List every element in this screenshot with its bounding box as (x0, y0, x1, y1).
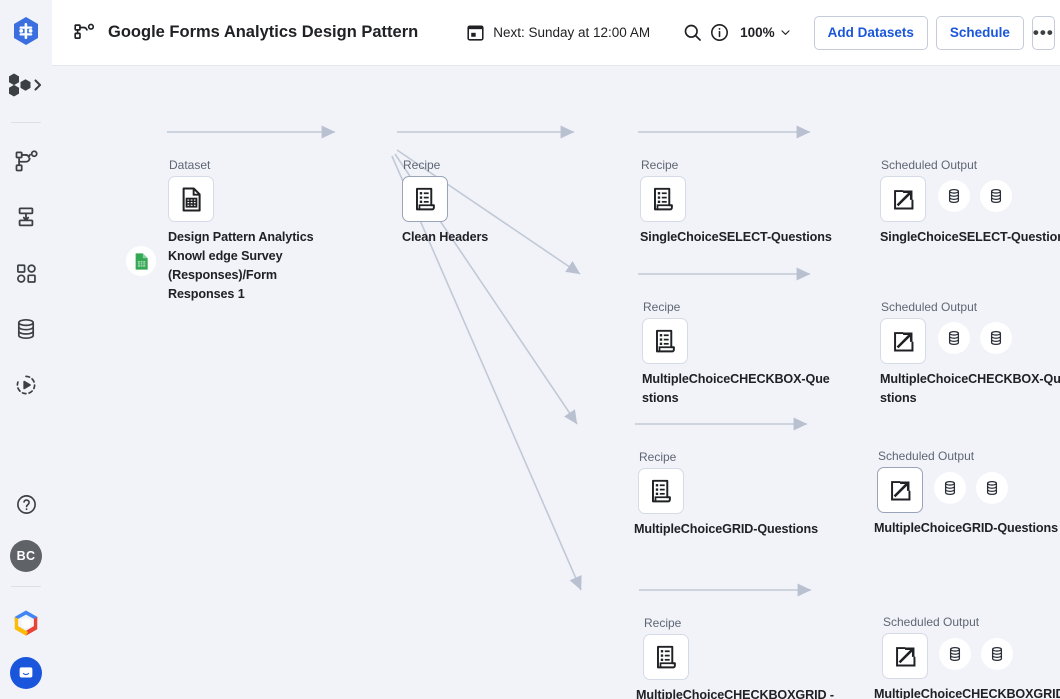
dataprep-logo-icon[interactable] (9, 14, 43, 48)
node-label: MultipleChoiceCHECKBOXGRID -Questions (874, 687, 1060, 699)
search-icon[interactable] (682, 16, 703, 50)
top-bar: Google Forms Analytics Design Pattern Ne… (52, 0, 1060, 66)
sidebar-item-flows[interactable] (6, 141, 46, 181)
node-label: MultipleChoiceGRID-Questions (874, 521, 1059, 535)
recipe-icon[interactable] (402, 176, 448, 222)
chat-bubble-icon[interactable] (10, 657, 42, 689)
database-icon[interactable] (938, 180, 970, 212)
google-cloud-icon[interactable] (6, 603, 46, 643)
database-icon[interactable] (934, 472, 966, 504)
node-kind-label: Scheduled Output (881, 300, 978, 314)
sidebar-item-jobs[interactable] (6, 253, 46, 293)
node-output-0: Scheduled Output SingleChoiceSELECT-Ques… (880, 158, 1060, 244)
info-icon[interactable] (709, 16, 730, 50)
zoom-level-value: 100% (740, 25, 775, 40)
database-icon[interactable] (980, 322, 1012, 354)
schedule-button[interactable]: Schedule (935, 15, 1024, 50)
database-icon[interactable] (938, 322, 970, 354)
node-label: SingleChoiceSELECT-Questions (640, 230, 832, 244)
next-run[interactable]: Next: Sunday at 12:00 AM (466, 23, 650, 42)
rail-divider-bottom (11, 586, 41, 587)
flow-icon (72, 21, 96, 45)
scheduled-output-icon[interactable] (877, 467, 923, 513)
node-kind-label: Scheduled Output (883, 615, 980, 629)
zoom-level-control[interactable]: 100% (740, 25, 792, 40)
node-dataset-source: Dataset Design Pattern Analytics Knowl e… (168, 158, 314, 301)
dataset-icon[interactable] (168, 176, 214, 222)
node-kind-label: Scheduled Output (881, 158, 978, 172)
chevron-right-icon (34, 79, 42, 91)
rail-divider (11, 122, 41, 123)
rail-bottom: BC (0, 484, 52, 699)
database-icon[interactable] (939, 638, 971, 670)
node-output-2: Scheduled Output MultipleChoiceGRID-Ques… (874, 449, 1058, 535)
page-title: Google Forms Analytics Design Pattern (108, 23, 419, 41)
node-recipe-clean-headers: Recipe Cle (402, 158, 488, 244)
recipe-icon[interactable] (638, 468, 684, 514)
recipe-icon[interactable] (643, 634, 689, 680)
main-area: Google Forms Analytics Design Pattern Ne… (52, 0, 1060, 699)
node-output-3: Scheduled Output MultipleChoiceCHECKBOXG… (874, 615, 1060, 699)
next-run-text: Next: Sunday at 12:00 AM (493, 25, 651, 40)
more-options-button[interactable]: ••• (1031, 15, 1055, 50)
rail-nav (6, 141, 46, 421)
node-label: MultipleChoiceCHECKBOXGRID -Questions (636, 688, 835, 699)
node-recipe-2: Recipe MultipleChoiceGRID-Questions (634, 450, 818, 536)
recipe-icon[interactable] (640, 176, 686, 222)
node-kind-label: Recipe (641, 158, 679, 172)
scheduled-output-icon[interactable] (880, 176, 926, 222)
left-rail: BC (0, 0, 52, 699)
node-label: Design Pattern Analytics Knowl edge Surv… (168, 230, 314, 301)
help-icon[interactable] (6, 484, 46, 524)
node-kind-label: Recipe (403, 158, 441, 172)
chevron-down-icon (779, 26, 792, 39)
database-icon[interactable] (981, 638, 1013, 670)
node-kind-label: Dataset (169, 158, 211, 172)
node-kind-label: Recipe (639, 450, 677, 464)
node-kind-label: Recipe (643, 300, 681, 314)
node-label: MultipleChoiceCHECKBOX-Que stions (642, 372, 830, 405)
recipe-icon[interactable] (642, 318, 688, 364)
google-sheets-icon (126, 246, 156, 276)
node-kind-label: Scheduled Output (878, 449, 975, 463)
node-kind-label: Recipe (644, 616, 682, 630)
database-icon[interactable] (976, 472, 1008, 504)
add-datasets-button[interactable]: Add Datasets (813, 15, 928, 50)
node-recipe-0: Recipe SingleChoiceSELECT-Questions (640, 158, 832, 244)
scheduled-output-icon[interactable] (882, 633, 928, 679)
avatar[interactable]: BC (10, 540, 42, 572)
calendar-icon (466, 23, 485, 42)
node-output-1: Scheduled Output MultipleChoiceCHECKBOX-… (880, 300, 1060, 405)
sidebar-item-run-history[interactable] (6, 365, 46, 405)
node-recipe-1: Recipe MultipleChoiceCHECKBOX-Que stions (642, 300, 830, 405)
node-label: MultipleChoiceCHECKBOX-Que stions (880, 372, 1060, 405)
database-icon[interactable] (980, 180, 1012, 212)
sidebar-item-library[interactable] (6, 309, 46, 349)
flow-canvas[interactable]: Dataset Design Pattern Analytics Knowl e… (52, 66, 1060, 699)
node-label: Clean Headers (402, 230, 489, 244)
sidebar-item-plans[interactable] (6, 197, 46, 237)
node-label: MultipleChoiceGRID-Questions (634, 522, 819, 536)
scheduled-output-icon[interactable] (880, 318, 926, 364)
node-label: SingleChoiceSELECT-Questions (880, 230, 1060, 244)
project-switcher[interactable] (4, 70, 48, 100)
node-recipe-3: Recipe MultipleChoiceCHECKBOXGRID -Quest… (636, 616, 834, 699)
